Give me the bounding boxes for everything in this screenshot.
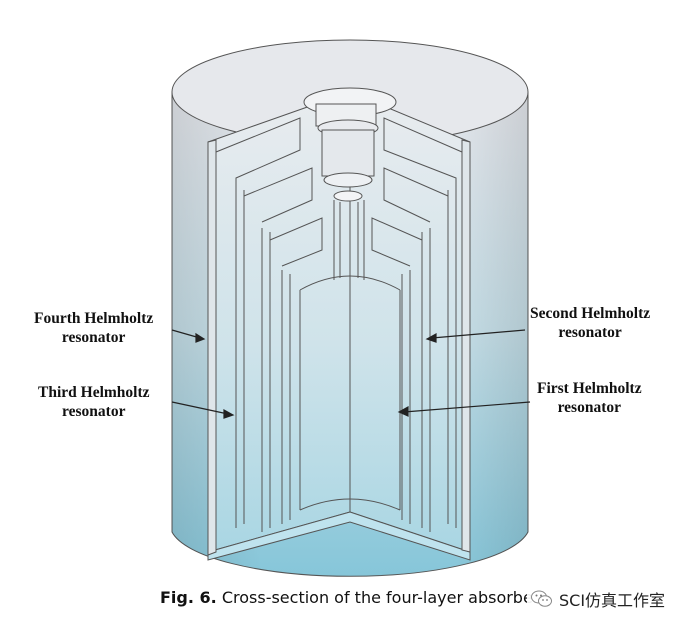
second-resonator-label: Second Helmholtz resonator <box>530 304 650 342</box>
resonator-cutaway-diagram <box>171 39 531 577</box>
watermark-text: SCI仿真工作室 <box>559 591 666 610</box>
arrow-second <box>431 329 526 339</box>
cutaway-section <box>207 87 471 561</box>
arrow-third <box>171 401 229 415</box>
fourth-resonator-label: Fourth Helmholtz resonator <box>34 309 153 347</box>
wechat-logo-icon <box>531 590 552 607</box>
arrow-first <box>403 401 531 413</box>
first-resonator-label: First Helmholtz resonator <box>537 379 642 417</box>
fourth-label-line1: Fourth Helmholtz <box>34 310 154 327</box>
third-resonator-label: Third Helmholtz resonator <box>38 383 150 421</box>
watermark: SCI仿真工作室 <box>527 586 672 612</box>
caption-text: Cross-section of the four-layer absorber… <box>221 588 543 607</box>
figure-number: Fig. 6. <box>160 588 217 607</box>
third-label-line2: resonator <box>62 403 126 420</box>
third-label-line1: Third Helmholtz <box>38 384 150 401</box>
fourth-label-line2: resonator <box>61 329 126 346</box>
second-label-line2: resonator <box>558 324 622 341</box>
first-label-line1: First Helmholtz <box>537 380 642 397</box>
annotation-arrows <box>171 329 531 419</box>
arrow-fourth <box>171 329 201 339</box>
figure-caption: Fig. 6. Cross-section of the four-layer … <box>160 588 543 607</box>
first-label-line2: resonator <box>557 399 622 416</box>
second-label-line1: Second Helmholtz <box>530 305 651 322</box>
